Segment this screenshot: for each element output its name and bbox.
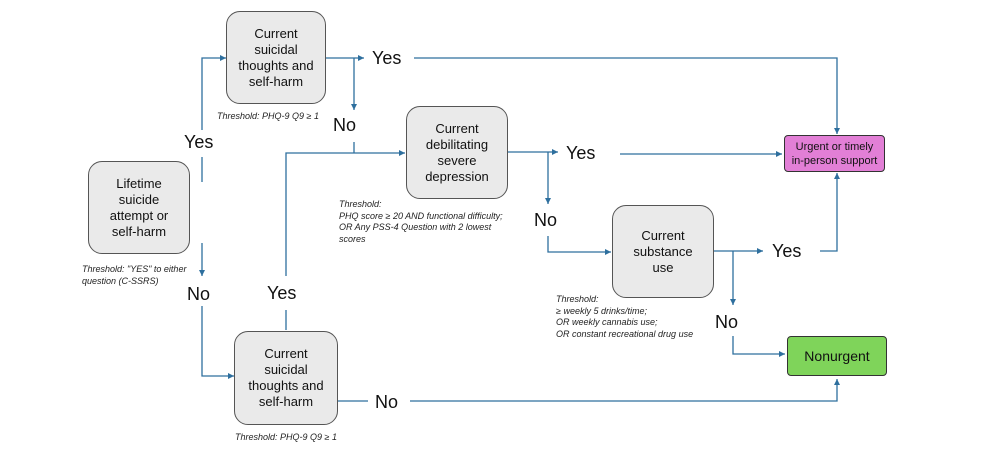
node-current-suicidal-bottom: Current suicidal thoughts and self-harm: [234, 331, 338, 425]
edge-lifetime-no-to-bottom: [201, 306, 234, 379]
edge-depression-no-to-substance: [547, 236, 611, 255]
outcome-urgent-support: Urgent or timely in-person support: [784, 135, 885, 172]
label-depression-yes: Yes: [566, 143, 596, 163]
label-top-yes: Yes: [372, 48, 402, 68]
node-current-suicidal-top: Current suicidal thoughts and self-harm: [226, 11, 326, 104]
edge-bottom-yes-to-depression: [285, 150, 405, 276]
edge-lifetime-yes-to-top: [201, 55, 226, 130]
threshold-depression: Threshold: PHQ score ≥ 20 AND functional…: [339, 199, 503, 244]
label-top-no: No: [333, 115, 357, 135]
node-lifetime-suicide-attempt: Lifetime suicide attempt or self-harm: [88, 161, 190, 254]
label-bottom-no: No: [375, 392, 399, 412]
label-lifetime-no: No: [187, 284, 211, 304]
edge-substance-yes-to-urgent: [820, 173, 840, 252]
edge-top-yes-to-urgent: [414, 57, 840, 134]
edge-substance-no-to-nonurgent: [732, 336, 785, 357]
label-substance-no: No: [715, 312, 739, 332]
edge-bottom-no-to-nonurgent: [410, 379, 840, 402]
node-current-substance-use: Current substance use: [612, 205, 714, 298]
label-depression-no: No: [534, 210, 558, 230]
label-lifetime-yes: Yes: [184, 132, 214, 152]
outcome-nonurgent: Nonurgent: [787, 336, 887, 376]
node-current-depression: Current debilitating severe depression: [406, 106, 508, 199]
threshold-suicidal-top: Threshold: PHQ-9 Q9 ≥ 1: [217, 111, 319, 121]
label-substance-yes: Yes: [772, 241, 802, 261]
threshold-substance: Threshold: ≥ weekly 5 drinks/time; OR we…: [556, 294, 694, 339]
threshold-suicidal-bottom: Threshold: PHQ-9 Q9 ≥ 1: [235, 432, 337, 442]
label-bottom-yes: Yes: [267, 283, 297, 303]
threshold-lifetime: Threshold: "YES" to either question (C-S…: [82, 264, 187, 286]
